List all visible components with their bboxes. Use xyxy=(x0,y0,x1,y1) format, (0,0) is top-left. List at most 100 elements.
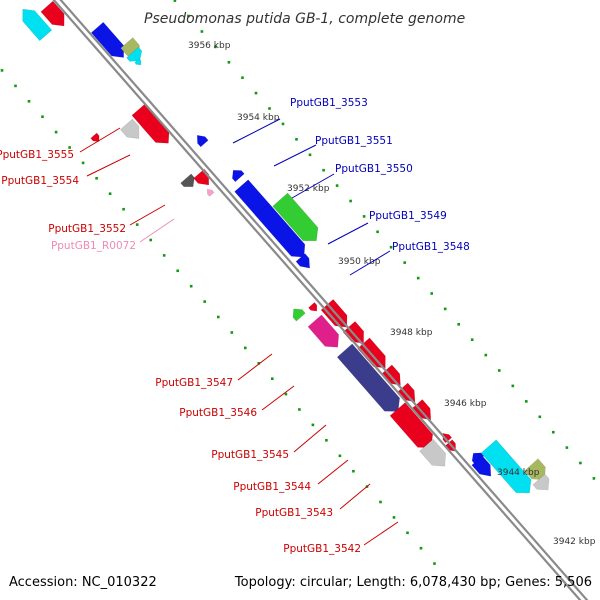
scale-dot xyxy=(403,261,406,264)
gene-label: PputGB1_3552 xyxy=(48,223,126,235)
label-leader-line xyxy=(273,144,317,167)
scale-dot xyxy=(352,469,355,473)
scale-tick-label: 3954 kbp xyxy=(237,113,280,123)
scale-dot xyxy=(268,107,271,110)
scale-tick-label: 3944 kbp xyxy=(497,468,540,478)
scale-dot xyxy=(579,461,582,465)
scale-dot xyxy=(54,130,58,134)
scale-tick-label: 3956 kbp xyxy=(188,41,231,51)
gene-label: PputGB1_3553 xyxy=(290,97,368,109)
gene-arrow xyxy=(307,314,340,348)
scale-dot xyxy=(298,408,301,411)
scale-dot xyxy=(81,161,85,165)
label-leader-line xyxy=(363,521,399,546)
gene-arrow xyxy=(206,188,215,197)
backbone-line xyxy=(52,0,582,600)
gene-arrow xyxy=(255,203,306,258)
sequence-backbone xyxy=(52,0,589,600)
scale-dot xyxy=(419,546,423,550)
label-leader-line xyxy=(232,118,281,144)
scale-dot xyxy=(200,30,204,33)
scale-dot xyxy=(392,516,396,519)
scale-tick-label: 3946 kbp xyxy=(444,399,487,409)
label-leader-line xyxy=(339,483,371,510)
scale-dot xyxy=(443,307,447,311)
gene-arrow xyxy=(196,134,209,148)
gene-label: PputGB1_3543 xyxy=(255,507,333,519)
scale-dot xyxy=(241,76,244,79)
gene-label: PputGB1_R0072 xyxy=(51,240,136,252)
scale-dot xyxy=(338,454,342,458)
label-leader-line xyxy=(293,424,327,453)
label-leader-line xyxy=(129,204,166,226)
gene-label: PputGB1_3554 xyxy=(1,175,79,187)
scale-dot xyxy=(281,122,285,126)
scale-dot xyxy=(108,192,112,195)
gene-arrow xyxy=(193,168,210,186)
scale-dot xyxy=(349,199,352,203)
scale-dot xyxy=(187,14,190,18)
scale-dot xyxy=(95,177,98,180)
scale-dot xyxy=(470,338,474,341)
scale-dot xyxy=(271,377,274,380)
genome-title: Pseudomonas putida GB-1, complete genome xyxy=(144,11,465,27)
gene-arrow xyxy=(308,301,318,312)
scale-dots xyxy=(0,0,596,565)
scale-dot xyxy=(217,315,220,319)
scale-tick-label: 3950 kbp xyxy=(338,257,381,267)
scale-dot xyxy=(565,446,569,449)
gene-arrow xyxy=(480,439,532,494)
gene-arrow xyxy=(532,473,550,491)
scale-dot xyxy=(325,439,328,442)
gene-arrow xyxy=(22,8,53,42)
gene-arrow xyxy=(336,343,401,412)
scale-dot xyxy=(27,100,31,103)
scale-dot xyxy=(135,223,139,226)
gene-arrow xyxy=(40,0,65,27)
gene-arrow xyxy=(231,169,245,183)
scale-tick-label: 3942 kbp xyxy=(553,537,596,547)
scale-dot xyxy=(254,91,258,95)
label-leader-line xyxy=(349,250,391,276)
gene-arrow xyxy=(471,455,492,477)
scale-dot xyxy=(498,369,501,372)
gene-arrow xyxy=(131,103,170,144)
scale-dot xyxy=(552,430,555,434)
gene-label: PputGB1_3544 xyxy=(233,481,311,493)
scale-dot xyxy=(230,331,234,334)
gene-arrow xyxy=(442,433,453,444)
gene-arrow xyxy=(524,458,546,481)
gene-arrow xyxy=(90,132,100,142)
label-leader-line xyxy=(79,127,121,153)
scale-dot xyxy=(14,84,17,88)
scale-dot xyxy=(416,276,420,280)
label-leader-line xyxy=(86,154,131,177)
gene-label: PputGB1_3545 xyxy=(211,449,289,461)
scale-dot xyxy=(430,292,433,295)
scale-dot xyxy=(203,300,206,303)
gene-arrow xyxy=(126,46,143,62)
gene-label: PputGB1_3548 xyxy=(392,241,470,253)
scale-dot xyxy=(227,61,231,64)
scale-dot xyxy=(68,146,71,149)
gene-arrow xyxy=(134,58,142,66)
label-leaders xyxy=(79,118,399,546)
scale-dot xyxy=(162,254,166,257)
scale-dot xyxy=(379,500,382,504)
gene-arrow xyxy=(419,438,447,467)
scale-dot xyxy=(484,353,488,357)
scale-dot xyxy=(406,531,409,535)
scale-dot xyxy=(335,184,339,187)
scale-dot xyxy=(244,346,247,350)
gene-label: PputGB1_3550 xyxy=(335,163,413,175)
scale-dot xyxy=(322,168,325,172)
gene-label: PputGB1_3549 xyxy=(369,210,447,222)
gene-label: PputGB1_3555 xyxy=(0,149,74,161)
backbone-line xyxy=(59,0,589,600)
scale-dot xyxy=(538,415,542,419)
label-leader-line xyxy=(139,218,175,243)
scale-dot xyxy=(0,69,4,72)
scale-dot xyxy=(122,207,125,211)
